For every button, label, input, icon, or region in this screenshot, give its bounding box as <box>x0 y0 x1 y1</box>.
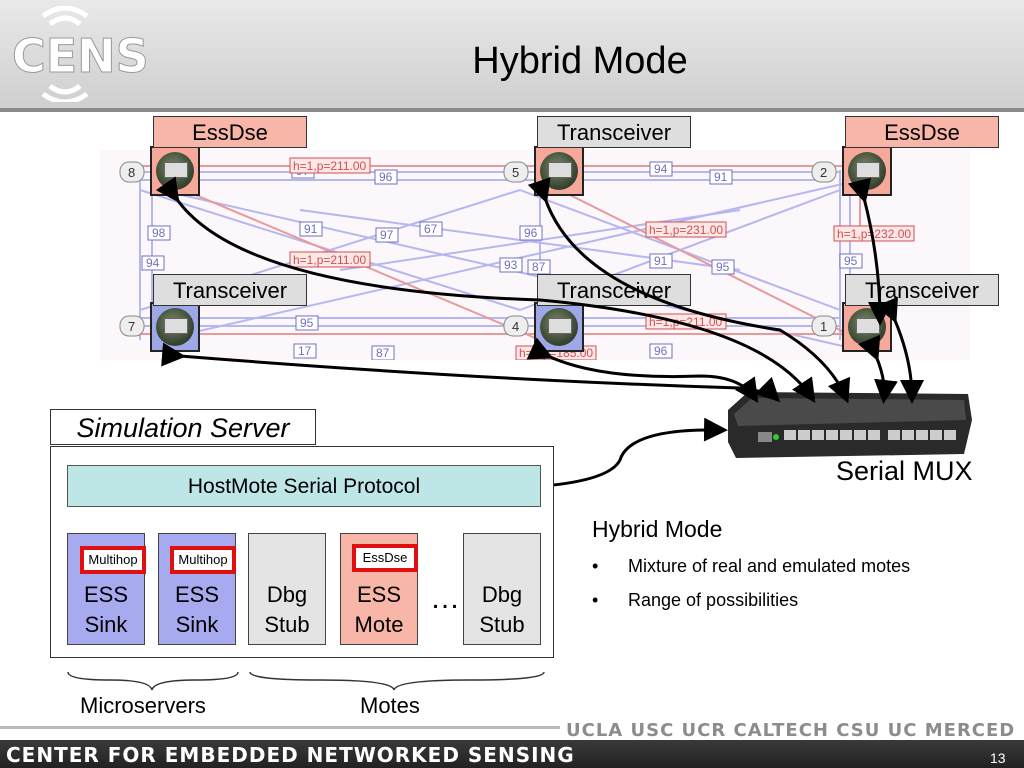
footer-rule <box>0 726 560 729</box>
hostmote-serial-protocol-bar: HostMote Serial Protocol <box>67 465 541 507</box>
motes-label: Motes <box>360 693 420 718</box>
page-title: Hybrid Mode <box>472 40 688 82</box>
bullet-text: Mixture of real and emulated motes <box>628 556 911 576</box>
bullet-text: Range of possibilities <box>628 590 799 610</box>
block-line2: Stub <box>264 612 310 637</box>
multihop-tag-1: Multihop <box>80 546 146 574</box>
svg-text:7: 7 <box>128 319 135 334</box>
cens-logo: CENS <box>10 5 160 105</box>
block-line1: Dbg <box>481 582 523 607</box>
multihop-tag-2: Multihop <box>170 546 236 574</box>
svg-text:8: 8 <box>128 165 135 180</box>
dbg-stub-block-2: Dbg Stub <box>463 533 541 645</box>
page-number: 13 <box>990 750 1006 766</box>
dbg-stub-block-1: Dbg Stub <box>248 533 326 645</box>
svg-text:2: 2 <box>820 165 827 180</box>
block-line2: Sink <box>175 612 219 637</box>
universities-list: UCLA USC UCR CALTECH CSU UC MERCED <box>566 720 1016 741</box>
edge-label: 94 <box>649 161 673 177</box>
node-number: 8 <box>119 161 145 183</box>
block-line1: Dbg <box>266 582 308 607</box>
serial-mux-device <box>728 392 972 460</box>
label-essdse-left: EssDse <box>153 116 307 148</box>
svg-text:94: 94 <box>654 162 668 176</box>
footer-organization: CENTER FOR EMBEDDED NETWORKED SENSING <box>6 743 575 767</box>
microservers-label: Microservers <box>80 693 206 718</box>
svg-text:h=1,p=211.00: h=1,p=211.00 <box>293 159 367 173</box>
block-line1: ESS <box>174 582 220 607</box>
slide-header <box>0 0 1024 112</box>
label-transceiver-top: Transceiver <box>537 116 691 148</box>
label-essdse-right: EssDse <box>845 116 999 148</box>
edge-label: h=1,p=211.00 <box>289 157 371 174</box>
svg-text:5: 5 <box>512 165 519 180</box>
node-number: 7 <box>119 315 145 337</box>
footer-bar <box>0 740 1024 768</box>
essdse-tag: EssDse <box>352 544 418 572</box>
block-line1: ESS <box>83 582 129 607</box>
svg-text:CENS: CENS <box>12 29 149 83</box>
block-line2: Stub <box>479 612 525 637</box>
info-heading: Hybrid Mode <box>592 516 723 542</box>
simulation-server-title: Simulation Server <box>50 409 316 445</box>
block-line2: Mote <box>354 612 404 637</box>
block-line2: Sink <box>84 612 128 637</box>
ellipsis: … <box>430 582 460 615</box>
bullet-item-2: •Range of possibilities <box>592 590 799 610</box>
bullet-item-1: •Mixture of real and emulated motes <box>592 556 911 576</box>
serial-mux-label: Serial MUX <box>836 456 973 486</box>
block-line1: ESS <box>356 582 402 607</box>
